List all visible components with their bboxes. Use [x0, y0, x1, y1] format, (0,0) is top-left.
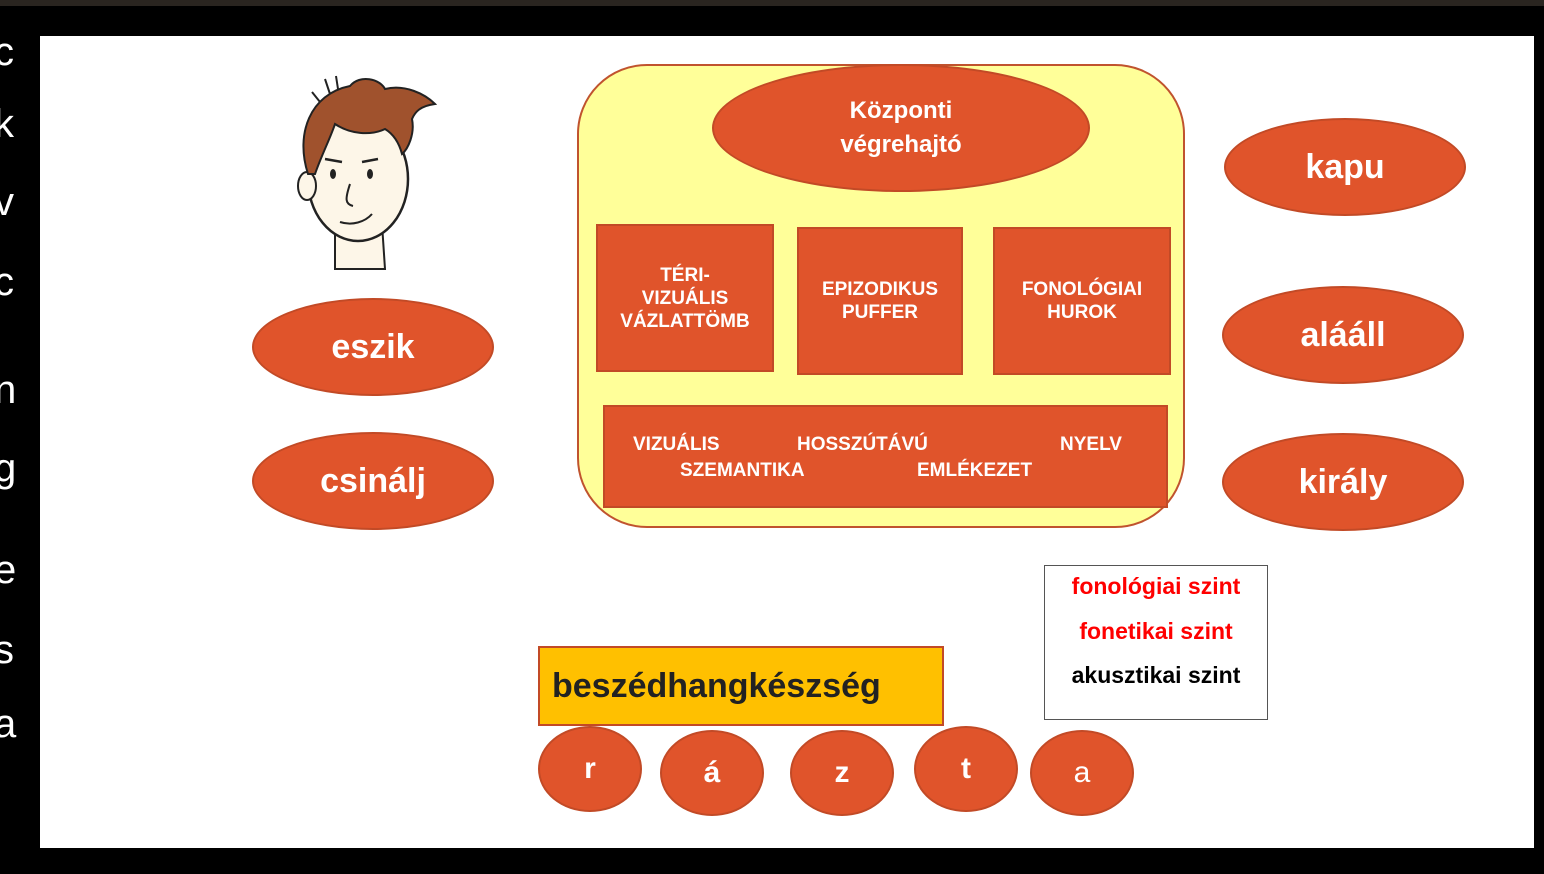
word-oval-alaall: alááll — [1222, 286, 1464, 384]
person-icon — [297, 75, 438, 270]
left-text-strip: c k v c n g e s a — [0, 30, 40, 830]
visuospatial-sketchpad-box: TÉRI- VIZUÁLIS VÁZLATTÖMB — [596, 224, 774, 372]
strip-letter: c — [0, 260, 14, 304]
word-oval-csinalj: csinálj — [252, 432, 494, 530]
word-oval-kiraly: király — [1222, 433, 1464, 531]
strip-letter: g — [0, 446, 17, 490]
levels-box: fonológiai szint fonetikai szint akuszti… — [1044, 565, 1268, 720]
ltm-visual-label: VIZUÁLIS — [633, 434, 720, 455]
long-term-memory-box: VIZUÁLIS SZEMANTIKA HOSSZÚTÁVÚ EMLÉKEZET… — [603, 405, 1168, 508]
ltm-long-term-label: HOSSZÚTÁVÚ — [797, 434, 928, 455]
letter-oval-a-acute: á — [660, 730, 764, 816]
top-bar — [0, 0, 1544, 6]
letter-oval-r: r — [538, 726, 642, 812]
strip-letter: e — [0, 548, 17, 592]
letter-oval-z: z — [790, 730, 894, 816]
phonological-loop-box: FONOLÓGIAI HUROK — [993, 227, 1171, 375]
skill-label: beszédhangkészség — [538, 646, 944, 726]
level-phonological: fonológiai szint — [1071, 573, 1241, 599]
letter-oval-t: t — [914, 726, 1018, 812]
strip-letter: v — [0, 180, 14, 224]
strip-letter: n — [0, 368, 17, 412]
strip-letter: s — [0, 628, 14, 672]
ltm-semantics-label: SZEMANTIKA — [680, 460, 805, 481]
word-oval-eszik: eszik — [252, 298, 494, 396]
level-acoustic: akusztikai szint — [1071, 662, 1241, 688]
strip-letter: k — [0, 102, 14, 146]
letter-oval-a: a — [1030, 730, 1134, 816]
ltm-language-label: NYELV — [1060, 434, 1122, 455]
level-phonetic: fonetikai szint — [1079, 618, 1233, 644]
word-oval-kapu: kapu — [1224, 118, 1466, 216]
strip-letter: c — [0, 30, 14, 74]
central-executive-oval: Központi végrehajtó — [712, 64, 1090, 192]
strip-letter: a — [0, 702, 17, 746]
ltm-memory-label: EMLÉKEZET — [917, 460, 1033, 481]
slide: eszik csinálj kapu alááll király Központ… — [40, 36, 1534, 848]
episodic-buffer-box: EPIZODIKUS PUFFER — [797, 227, 963, 375]
